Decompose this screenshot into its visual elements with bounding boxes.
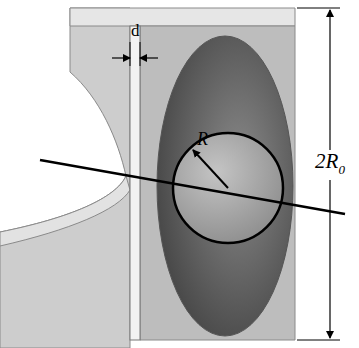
bottom-top-face: [0, 176, 130, 246]
dimension-extension: [297, 340, 340, 341]
gap-tick: [130, 42, 131, 66]
left-electrode: [0, 8, 130, 348]
top-face: [70, 8, 295, 26]
cavity-surface: [157, 36, 293, 336]
sphere: [173, 133, 283, 243]
radius-label: R: [197, 130, 208, 148]
dimension-label: 2R: [315, 150, 338, 173]
gap-tick: [140, 42, 141, 66]
dimension-extension: [297, 8, 340, 9]
dimension-subscript: 0: [338, 162, 346, 178]
gap-label: d: [131, 22, 140, 39]
gap-slot: [130, 26, 140, 340]
gap-arrow: [140, 57, 158, 58]
gap-arrow: [112, 57, 130, 58]
axis-line: [40, 160, 345, 214]
dimension-arrow: [329, 10, 330, 150]
radius-arrow: [193, 150, 228, 188]
dimension-arrow: [329, 180, 330, 338]
